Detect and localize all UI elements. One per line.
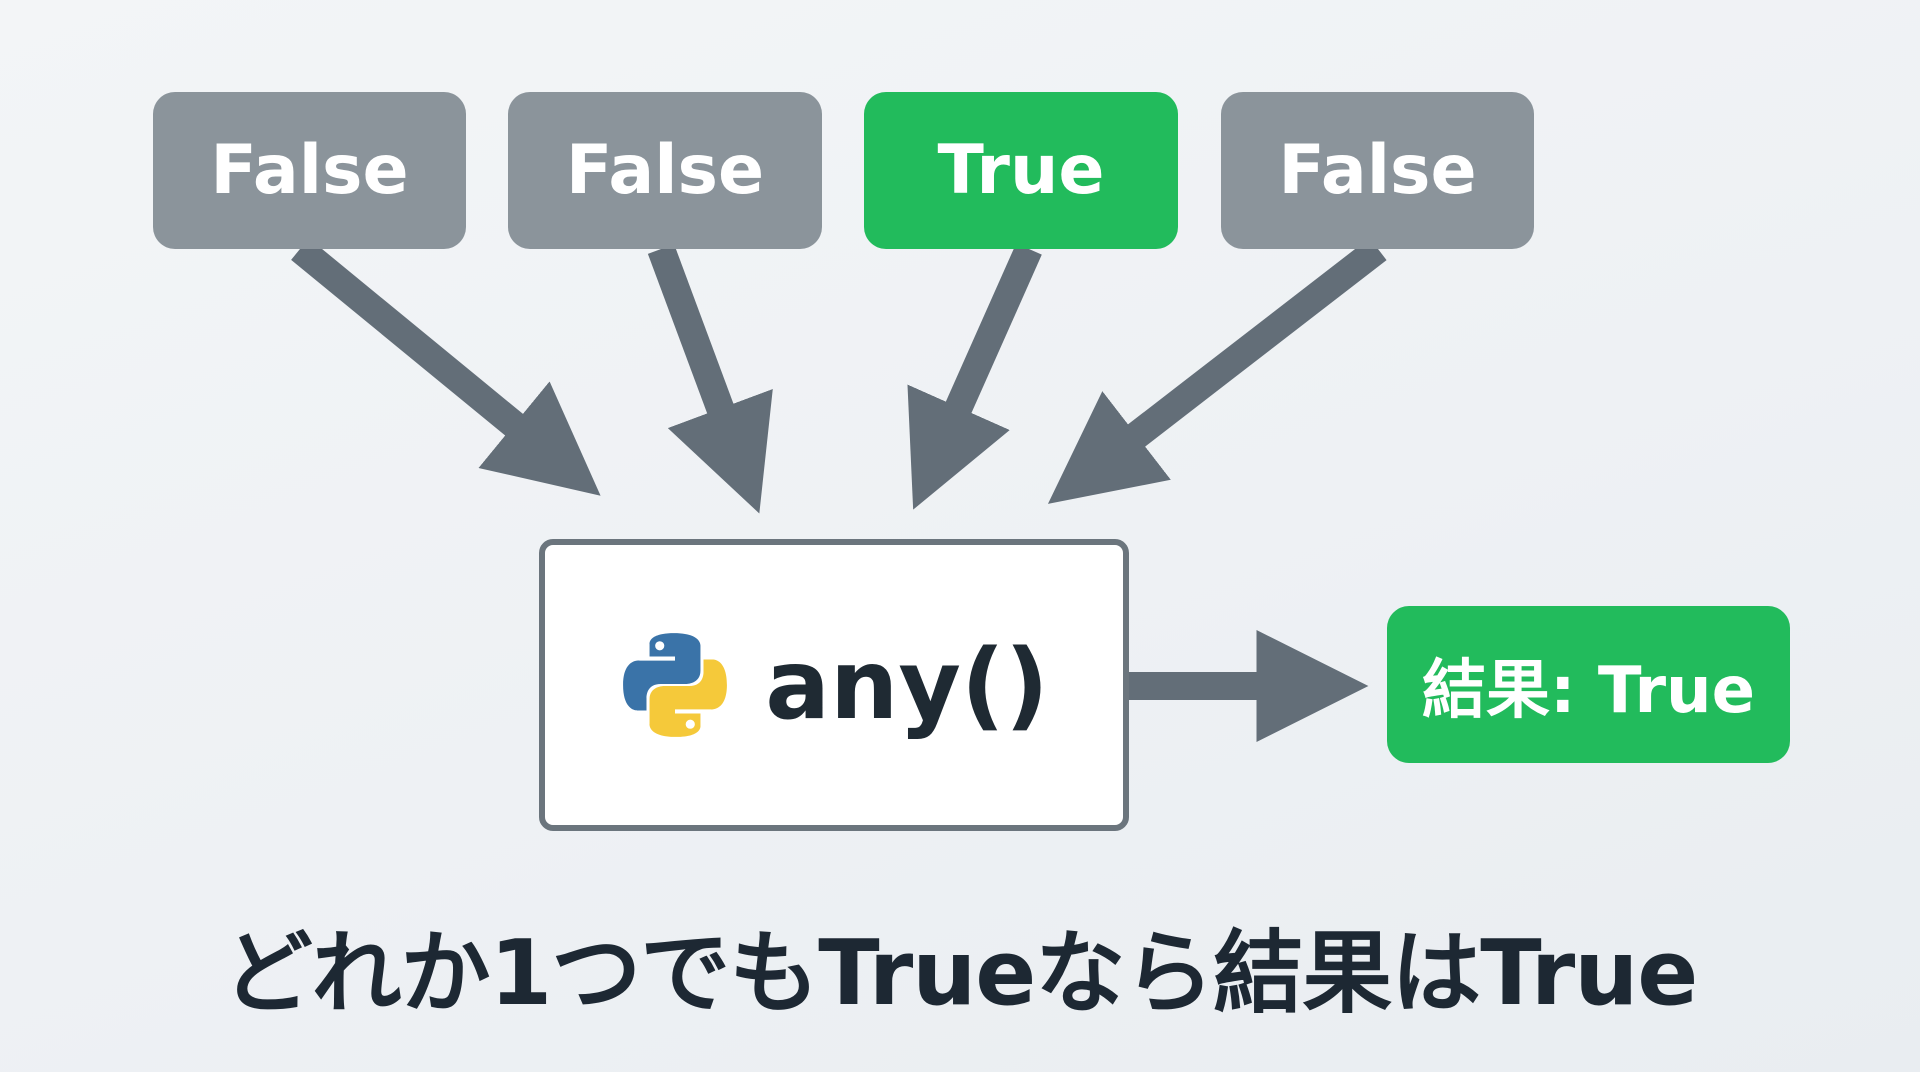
arrow-input-3 [907, 243, 1042, 510]
arrow-input-1 [291, 238, 601, 496]
result-box: 結果: True [1387, 606, 1790, 763]
input-box-3: True [864, 92, 1178, 249]
arrow-input-2 [647, 244, 773, 514]
any-function-box: any() [539, 539, 1129, 831]
input-box-4: False [1221, 92, 1534, 249]
arrow-input-4 [1047, 237, 1387, 504]
input-box-2: False [508, 92, 822, 249]
input-label: False [565, 131, 765, 210]
input-label: False [210, 131, 409, 210]
input-label: True [937, 131, 1105, 210]
caption: どれか1つでもTrueなら結果はTrue [222, 921, 1699, 1026]
input-label: False [1278, 131, 1477, 210]
function-label: any() [765, 629, 1049, 741]
result-label: 結果: True [1421, 653, 1756, 728]
python-logo-icon [623, 633, 728, 737]
input-box-1: False [153, 92, 466, 249]
